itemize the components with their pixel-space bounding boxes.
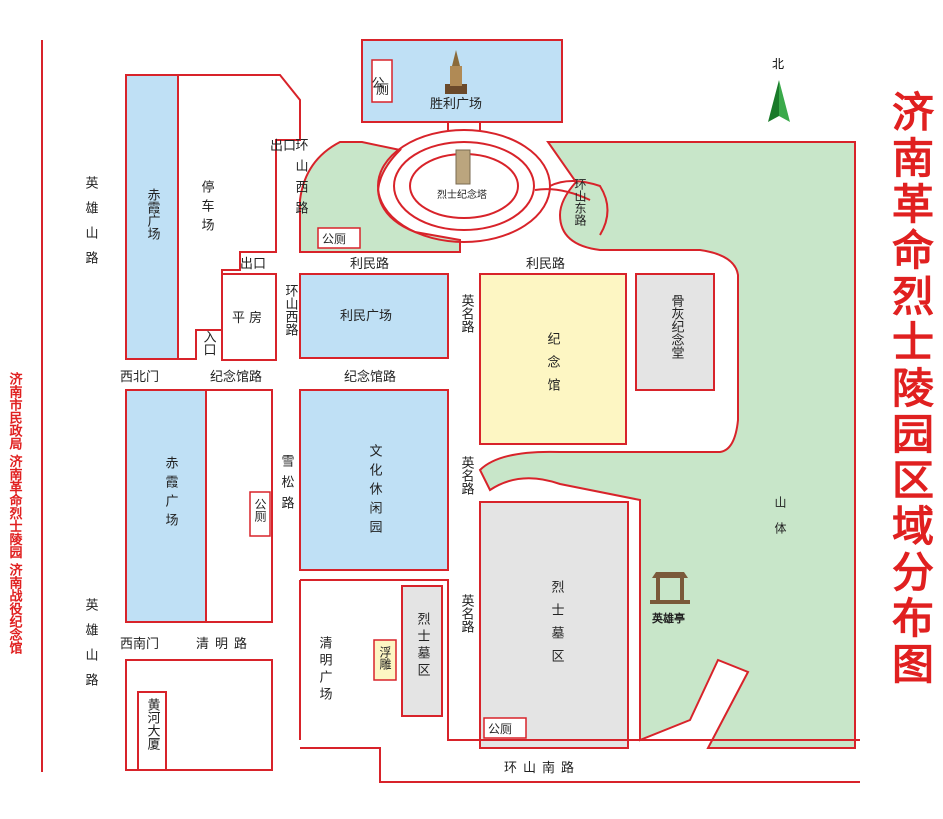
limin-square [299, 273, 449, 359]
road-xuesong: 雪松路 [279, 454, 295, 517]
statue-icon [445, 50, 467, 94]
toilet-victory [371, 59, 393, 103]
chixia-square-south [125, 389, 207, 623]
toilet-victory-label-2: 厕 [376, 83, 389, 98]
chixia-north-label: 赤霞广场 [145, 188, 161, 240]
toilet-tower-label: 公厕 [322, 232, 346, 246]
road-yingming-1: 英名路 [459, 294, 475, 333]
yellow-river-building [137, 691, 167, 771]
ash-hall [635, 273, 715, 391]
road-limin-left: 利民路 [350, 256, 389, 272]
culture-park [299, 389, 449, 571]
road-yingxiong-south: 英雄山路 [83, 598, 99, 698]
relief [373, 639, 397, 681]
tower-label: 烈士纪念塔 [437, 188, 487, 201]
toilet-chixia-label: 公厕 [253, 498, 267, 523]
tomb-small-label: 烈士墓区 [415, 612, 431, 680]
tomb-area-small [401, 585, 443, 717]
tomb-area-big [479, 501, 629, 749]
north-label: 北 [772, 57, 784, 71]
gate-exit-1: 出口 [270, 139, 296, 154]
bungalow [221, 273, 277, 361]
toilet-victory-label: 公 [369, 76, 385, 89]
road-jinianguan-right: 纪念馆路 [344, 369, 396, 385]
road-huanshan-west-lower: 环山西路 [283, 284, 299, 336]
victory-square-label: 胜利广场 [430, 97, 482, 112]
toilet-tomb-box [483, 717, 527, 739]
hero-pavilion-label: 英雄亭 [651, 611, 685, 625]
road-jinianguan-left: 纪念馆路 [210, 369, 262, 385]
tower-monument-icon [455, 149, 471, 185]
memorial-hall-label: 纪念馆 [545, 332, 561, 401]
road-yingxiong-north: 英雄山路 [83, 176, 99, 276]
north-arrow-icon [768, 80, 790, 122]
road-qingming: 清明路 [196, 636, 253, 652]
toilet-tomb-label: 公厕 [488, 722, 512, 736]
ash-hall-label: 骨灰纪念堂 [669, 294, 685, 359]
limin-square-label: 利民广场 [340, 309, 392, 324]
road-huanshan-east: 环山东路 [573, 178, 587, 227]
road-yingming-3: 英名路 [459, 594, 475, 633]
tomb-big-label: 烈士墓区 [549, 580, 565, 672]
toilet-tower-box [317, 227, 361, 249]
road-yingming-2: 英名路 [459, 456, 475, 495]
bungalow-label: 平房 [232, 310, 266, 326]
gate-entrance: 入口 [201, 330, 217, 356]
yellow-river-label: 黄河大厦 [145, 698, 161, 750]
parking-outline [178, 74, 301, 360]
road-outline-top [447, 122, 481, 130]
road-huanshan-south: 环山南路 [504, 760, 580, 776]
gate-exit-2: 出口 [240, 257, 266, 272]
side-note: 济南市民政局 济南革命烈士陵园 济南战役纪念馆 [7, 371, 24, 655]
qingming-square-label: 清明广场 [317, 636, 333, 704]
toilet-chixia-box [249, 491, 271, 537]
chixia-south-label: 赤霞广场 [163, 456, 179, 532]
memorial-hall [479, 273, 627, 445]
road-limin-right: 利民路 [526, 256, 565, 272]
culture-park-label: 文化休闲园 [367, 444, 383, 539]
parking-label: 停车场 [199, 179, 215, 237]
mountain-area [478, 141, 856, 749]
pavilion-icon [650, 572, 690, 604]
gate-xibei: 西北门 [120, 370, 159, 385]
mountain-label: 山体 [773, 496, 787, 548]
gate-xinan: 西南门 [120, 636, 159, 652]
relief-label: 浮雕 [378, 646, 392, 670]
map-title: 济南革命烈士陵园区域分布图 [886, 90, 935, 688]
chixia-square-north [125, 74, 179, 360]
qingming-square-outline [299, 579, 860, 783]
road-huanshan-west-upper: 环山西路 [293, 138, 309, 222]
